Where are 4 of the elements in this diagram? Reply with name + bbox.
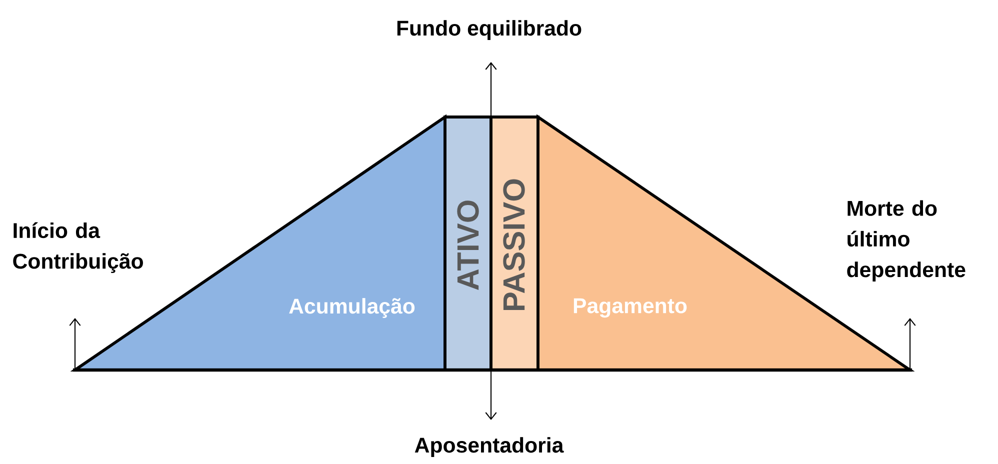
event-label: Fundo equilibrado (397, 20, 582, 40)
asset-band: ATIVO (444, 116, 492, 372)
event-label: Aposentadoria (414, 437, 564, 457)
liability-band: PASSIVO (490, 116, 540, 372)
